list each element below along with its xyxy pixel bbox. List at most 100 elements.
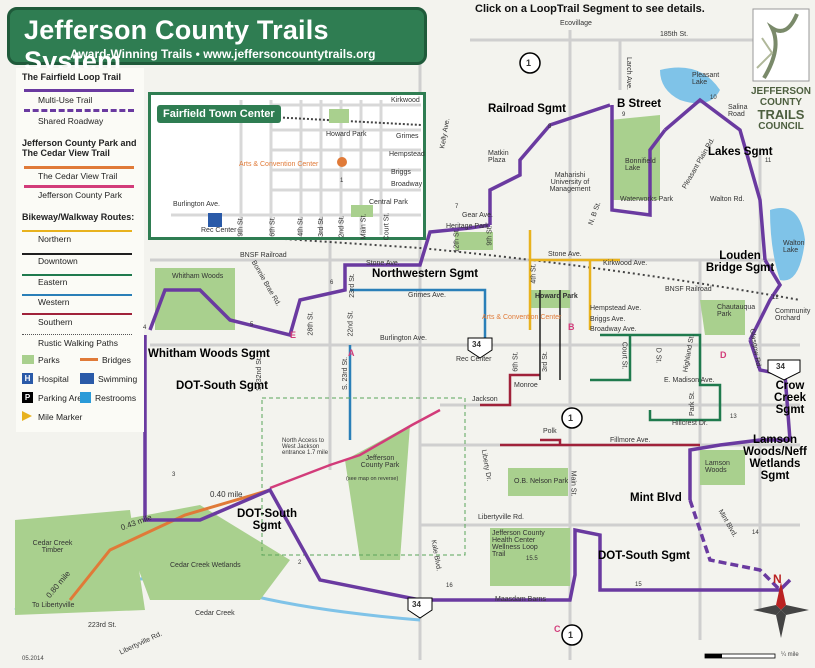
label-bnsf-west: BNSF Railroad: [240, 252, 287, 259]
route-1-shield-mid: [561, 407, 583, 429]
route-1-shield-south: [561, 624, 583, 646]
lakes-segment-label[interactable]: Lakes Sgmt: [708, 146, 773, 158]
mile-marker-9: 9: [622, 112, 626, 118]
path-icon: [752, 8, 810, 82]
route-1-shield-north: [519, 52, 541, 74]
route-1-label-mid: 1: [568, 413, 574, 423]
crow-creek-segment-label[interactable]: Crow Creek Sgmt: [774, 380, 806, 416]
inset-label-howard-park: Howard Park: [326, 131, 367, 138]
label-waterworks: Waterworks Park: [620, 196, 674, 203]
southern-route: [480, 373, 700, 447]
inset-label-rec-center: Rec Center: [201, 227, 237, 234]
heritage-park-area: [455, 232, 493, 250]
mile-marker-3: 3: [172, 472, 176, 478]
inset-label-central-park: Central Park: [369, 199, 408, 206]
inset-title: Fairfield Town Center: [157, 105, 281, 123]
label-hempstead: Hempstead Ave.: [590, 305, 642, 312]
label-4th-st: 4th St.: [530, 263, 538, 284]
northwestern-segment-label[interactable]: Northwestern Sgmt: [372, 268, 479, 280]
marker-c: C: [554, 624, 561, 634]
inset-streets: [171, 100, 422, 235]
waterworks-park-area: [610, 115, 660, 200]
legend-downtown: Downtown: [38, 256, 78, 266]
legend-downtown-swatch: [22, 253, 132, 255]
cedar-creek-wetlands-area: [120, 505, 290, 600]
mile-marker-6: 6: [330, 280, 334, 286]
legend-fairfield-heading: The Fairfield Loop Trail: [22, 72, 122, 82]
inset-label-kirkwood: Kirkwood: [391, 97, 420, 104]
park-swatch-icon: [22, 355, 34, 364]
legend-restrooms: Restrooms: [95, 393, 137, 403]
route-1-label-north: 1: [526, 58, 532, 68]
legend-eastern-swatch: [22, 274, 132, 276]
scale-bar-fill: [705, 654, 722, 658]
map-subtitle: Award-Winning Trails • www.jeffersoncoun…: [70, 47, 376, 61]
label-to-libertyville: To Libertyville: [32, 602, 75, 609]
dot-south-segment[interactable]: [143, 335, 792, 602]
whitham-woods-park: [155, 268, 235, 330]
legend-eastern: Eastern: [38, 277, 68, 287]
inset-label-2nd: 2nd St.: [338, 215, 346, 238]
legend-swimming: Swimming: [98, 374, 138, 384]
label-28th-st: 28th St.: [307, 311, 315, 336]
dot-south-segment-label-3[interactable]: DOT-South Sgmt: [598, 550, 690, 562]
label-bnsf-east: BNSF Railroad: [665, 286, 712, 293]
b-street-segment[interactable]: [610, 105, 667, 217]
mile-marker-16: 16: [446, 583, 453, 589]
louden-bridge-segment-label[interactable]: Louden Bridge Sgmt: [705, 250, 775, 274]
mile-marker-4: 4: [143, 325, 147, 331]
inset-label-burlington: Burlington Ave.: [173, 201, 220, 208]
mile-marker-12: 12: [772, 295, 779, 301]
mile-marker-2: 2: [298, 560, 302, 566]
mile-marker-13: 13: [730, 414, 737, 420]
railroad-segment-label[interactable]: Railroad Sgmt: [488, 103, 566, 115]
label-23rd-st: 23rd St.: [348, 273, 356, 298]
downtown-route: [539, 290, 561, 380]
railroad-segment[interactable]: [488, 103, 611, 225]
northwestern-segment[interactable]: [148, 223, 491, 338]
label-d-st: D St.: [654, 347, 662, 364]
inset-label-arts: Arts & Convention Center: [239, 161, 319, 168]
whitham-woods-segment-label[interactable]: Whitham Woods Sgmt: [148, 348, 270, 360]
mile-marker-11: 11: [765, 158, 772, 164]
mint-blvd-segment[interactable]: [688, 499, 782, 592]
legend-cedar-swatch: [24, 166, 134, 169]
dot-south-segment-label-2[interactable]: DOT-South Sgmt: [236, 508, 298, 532]
legend-hospital: Hospital: [38, 374, 69, 384]
label-fillmore: Fillmore Ave.: [610, 437, 651, 444]
legend-cedar-view: The Cedar View Trail: [38, 171, 118, 181]
fairfield-loop-trail[interactable]: [143, 97, 792, 602]
lamson-segment[interactable]: [688, 438, 761, 500]
label-gear-ave: Gear Ave.: [462, 212, 494, 219]
route-34-label-east: 34: [776, 362, 785, 371]
legend-bikeway-heading: Bikeway/Walkway Routes:: [22, 212, 135, 222]
ob-nelson-park: [508, 468, 568, 496]
b-street-segment-label[interactable]: B Street: [617, 98, 662, 110]
louden-bridge-segment[interactable]: [748, 259, 783, 341]
town-center-inset: Fairfield Town Center Kirkwood Howard Pa…: [148, 92, 426, 240]
inset-label-broadway: Broadway: [391, 181, 423, 188]
walton-lake: [770, 208, 805, 281]
label-madison: E. Madison Ave.: [664, 377, 715, 384]
compass-south: [776, 610, 786, 638]
label-185th: 185th St.: [660, 31, 689, 38]
inset-label-grimes: Grimes: [396, 133, 419, 140]
label-hillcrest: Hillcrest Dr.: [672, 420, 708, 427]
lamson-segment-label[interactable]: Lamson Woods/Neff Wetlands Sgmt: [743, 434, 807, 482]
label-22nd-st: 22nd St.: [347, 310, 355, 337]
council-logo: JEFFERSON COUNTY TRAILS COUNCIL: [751, 8, 811, 136]
mint-blvd-segment-label[interactable]: Mint Blvd: [630, 492, 682, 504]
eastern-route-b: [590, 335, 632, 382]
mile-marker-15: 15: [635, 582, 642, 588]
lakes-segment[interactable]: [663, 97, 767, 261]
legend-multi-use-swatch: [24, 89, 134, 92]
cedar-view-trail: [68, 488, 271, 601]
dot-south-segment-label-1[interactable]: DOT-South Sgmt: [176, 380, 268, 392]
label-briggs: Briggs Ave.: [590, 316, 626, 323]
compass-north: [776, 582, 786, 610]
route-shields: [407, 52, 801, 646]
inset-label-hempstead: Hempstead: [389, 151, 425, 158]
label-north-access: North Access to West Jackson entrance 1.…: [282, 438, 329, 456]
label-walton-lake: Walton Lake: [783, 240, 805, 254]
